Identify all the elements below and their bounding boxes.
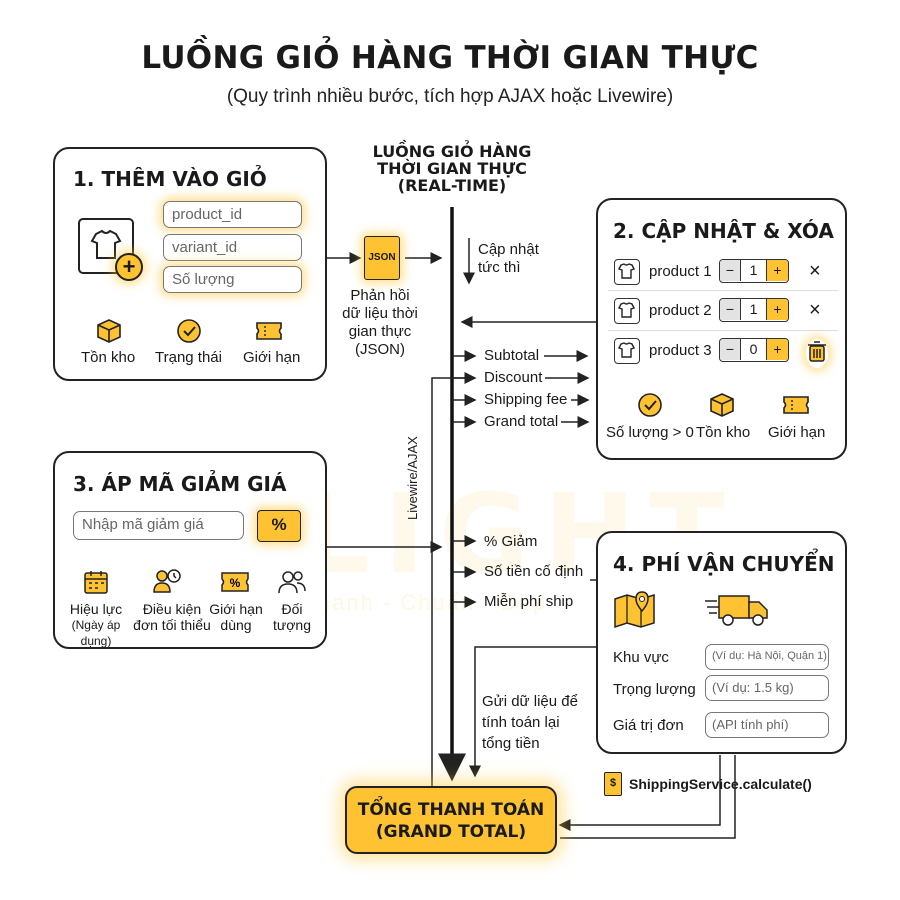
status-label: Trạng thái bbox=[155, 349, 222, 366]
output-shipping-fee: Shipping fee bbox=[484, 391, 568, 408]
product-3-icon bbox=[614, 338, 640, 364]
discount-percent: % Giảm bbox=[484, 533, 538, 550]
map-pin-icon bbox=[612, 589, 660, 634]
plus-button[interactable]: + bbox=[767, 260, 788, 281]
output-discount: Discount bbox=[484, 369, 543, 386]
coupon-min-order-label: Điều kiện đơn tối thiểu bbox=[133, 601, 211, 633]
minus-button[interactable]: − bbox=[720, 299, 741, 320]
users-icon bbox=[277, 568, 307, 601]
user-clock-icon bbox=[152, 567, 182, 600]
minus-button[interactable]: − bbox=[720, 339, 741, 360]
center-heading: LUỒNG GIỎ HÀNG THỜI GIAN THỰC (REAL-TIME… bbox=[372, 142, 532, 195]
limit-label: Giới hạn bbox=[768, 424, 826, 441]
output-grand-total: Grand total bbox=[484, 413, 559, 430]
ticket-icon bbox=[782, 393, 810, 422]
coupon-target-label: Đối tượng bbox=[272, 601, 311, 633]
delivery-truck-icon bbox=[703, 591, 771, 634]
add-to-cart-title: 1. THÊM VÀO GIỎ bbox=[73, 167, 267, 191]
product-2-qty-stepper: − 1 + bbox=[719, 298, 789, 322]
discount-free-ship: Miễn phí ship bbox=[484, 593, 574, 610]
box-icon bbox=[95, 317, 123, 350]
product-1-qty-stepper: − 1 + bbox=[719, 259, 789, 283]
coupon-card: 3. ÁP MÃ GIẢM GIÁ Nhập mã giảm giá % % H… bbox=[53, 451, 327, 649]
product-1-qty[interactable]: 1 bbox=[741, 260, 767, 281]
check-circle-icon bbox=[175, 317, 203, 350]
weight-label: Trọng lượng bbox=[613, 681, 696, 698]
watermark-tagline: Nhanh - Chuẩn - Đẹp bbox=[300, 590, 548, 615]
variant-id-field[interactable]: variant_id bbox=[163, 234, 302, 261]
instant-update-label: Cập nhật tức thì bbox=[478, 241, 539, 276]
weight-input[interactable]: (Ví dụ: 1.5 kg) bbox=[705, 675, 829, 701]
region-label: Khu vực bbox=[613, 649, 669, 666]
minus-button[interactable]: − bbox=[720, 260, 741, 281]
coupon-usage-limit-label: Giới hạn dùng bbox=[209, 601, 263, 633]
plus-button[interactable]: + bbox=[767, 339, 788, 360]
product-1-name: product 1 bbox=[649, 263, 712, 280]
trash-icon[interactable] bbox=[806, 339, 828, 368]
discount-fixed-amount: Số tiền cố định bbox=[484, 563, 584, 580]
order-value-label: Giá trị đơn bbox=[613, 717, 684, 734]
product-2-icon bbox=[614, 298, 640, 324]
remove-icon[interactable]: × bbox=[809, 299, 821, 321]
quantity-field[interactable]: Số lượng bbox=[163, 266, 302, 293]
product-3-qty[interactable]: 0 bbox=[741, 339, 767, 360]
product-1-icon bbox=[614, 259, 640, 285]
shipping-title: 4. PHÍ VẬN CHUYỂN bbox=[613, 552, 835, 576]
region-input[interactable]: (Ví dụ: Hà Nội, Quận 1) bbox=[705, 644, 829, 670]
output-subtotal: Subtotal bbox=[484, 347, 540, 364]
json-file-icon: JSON bbox=[364, 236, 400, 280]
plus-circle-icon: + bbox=[115, 253, 143, 281]
product-2-qty[interactable]: 1 bbox=[741, 299, 767, 320]
product-id-field[interactable]: product_id bbox=[163, 201, 302, 228]
coupon-title: 3. ÁP MÃ GIẢM GIÁ bbox=[73, 472, 287, 496]
remove-icon[interactable]: × bbox=[809, 260, 821, 282]
grand-total-box: TỔNG THANH TOÁN (GRAND TOTAL) bbox=[345, 786, 557, 854]
page-title: LUỒNG GIỎ HÀNG THỜI GIAN THỰC bbox=[141, 40, 759, 76]
shipping-service-call: ShippingService.calculate() bbox=[629, 776, 812, 792]
percent-ticket-icon: % bbox=[220, 570, 250, 599]
stock-label: Tồn kho bbox=[81, 349, 136, 366]
qty-positive-label: Số lượng > 0 bbox=[606, 424, 694, 441]
order-value-input[interactable]: (API tính phí) bbox=[705, 712, 829, 738]
box-icon bbox=[708, 391, 736, 424]
coupon-validity-label: Hiệu lực (Ngày áp dụng) bbox=[69, 601, 123, 648]
stock-label: Tồn kho bbox=[696, 424, 751, 441]
svg-text:%: % bbox=[230, 576, 241, 590]
product-3-qty-stepper: − 0 + bbox=[719, 338, 789, 362]
divider bbox=[608, 330, 838, 331]
json-response-label: Phản hồi dữ liệu thời gian thực (JSON) bbox=[342, 287, 418, 358]
shipping-card: 4. PHÍ VẬN CHUYỂN Khu vực (Ví dụ: Hà Nội… bbox=[596, 531, 847, 754]
check-circle-icon bbox=[636, 391, 664, 424]
receipt-icon: $ bbox=[604, 772, 622, 796]
add-to-cart-card: 1. THÊM VÀO GIỎ + product_id variant_id … bbox=[53, 147, 327, 381]
divider bbox=[608, 290, 838, 291]
limit-label: Giới hạn bbox=[243, 349, 301, 366]
coupon-input[interactable]: Nhập mã giảm giá bbox=[73, 511, 244, 540]
ticket-icon bbox=[255, 319, 283, 348]
send-data-label: Gửi dữ liệu để tính toán lại tổng tiền bbox=[482, 693, 578, 752]
calendar-icon bbox=[83, 569, 109, 600]
livewire-ajax-label: Livewire/AJAX bbox=[405, 436, 420, 520]
percent-ticket-icon[interactable]: % bbox=[257, 510, 301, 542]
product-2-name: product 2 bbox=[649, 302, 712, 319]
product-3-name: product 3 bbox=[649, 342, 712, 359]
shirt-add-icon bbox=[78, 218, 134, 274]
page-subtitle: (Quy trình nhiều bước, tích hợp AJAX hoặ… bbox=[226, 86, 674, 107]
update-delete-title: 2. CẬP NHẬT & XÓA bbox=[613, 219, 834, 243]
plus-button[interactable]: + bbox=[767, 299, 788, 320]
update-delete-card: 2. CẬP NHẬT & XÓA product 1 − 1 + × prod… bbox=[596, 198, 847, 460]
